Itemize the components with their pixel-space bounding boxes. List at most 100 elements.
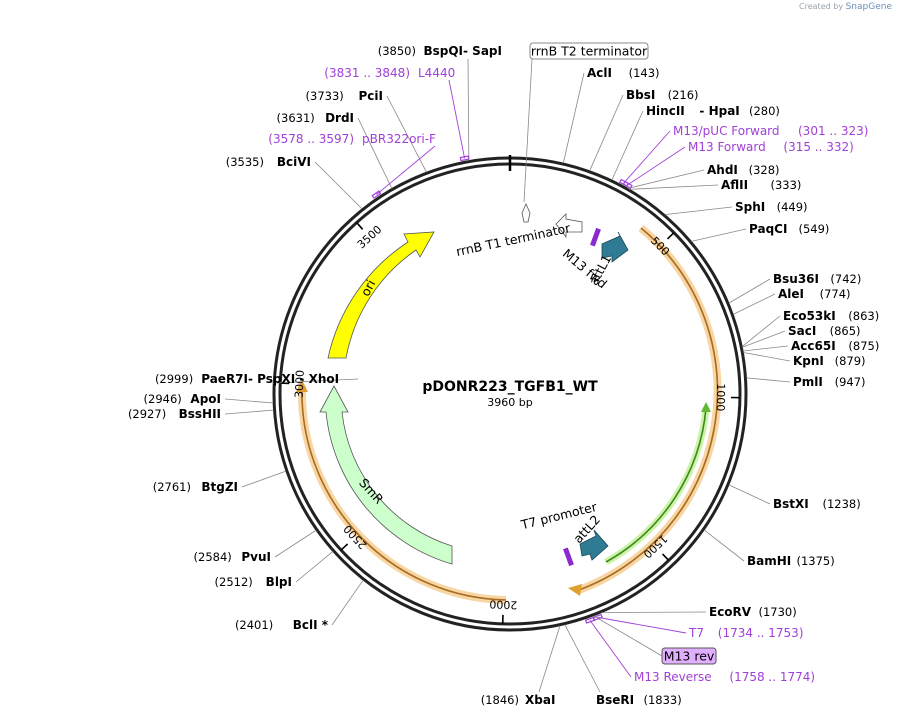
site-paer7i: PaeR7I - PspXI - XhoI(2999) [155,372,339,386]
site-btgzi: BtgZI(2761) [153,480,238,494]
plasmid-name: pDONR223_TGFB1_WT [422,379,598,395]
primer-m13forward: M13 Forward (315 .. 332) [688,140,854,154]
site-pos: (1833) [644,693,682,707]
site-pos: (328) [749,163,780,177]
site-name-2: - PspXI - XhoI [248,372,339,386]
primer-name: M13 Forward [688,140,766,154]
rrnb-t1-label: rrnB T1 terminator [455,220,573,259]
site-name: AflII [721,178,748,192]
attl1-marker [590,227,601,247]
site-name: AhdI [707,163,738,177]
tick-label-3000: 3000 [293,370,307,399]
site-leader [386,95,427,173]
site-name2: HpaI [709,104,740,118]
site-leader [295,551,334,583]
rrnb-t1-arrow [555,213,583,239]
site-pos: (863) [848,309,879,323]
primer-m13pucforward: M13/pUC Forward(301 .. 323) [673,124,868,138]
site-bamhi: BamHI(1375) [747,554,835,568]
site-sphi: SphI(449) [735,200,808,214]
site-bsshii: BssHII(2927) [128,407,221,421]
site-pos: (549) [799,222,830,236]
site-pos: (2999) [155,372,193,386]
site-ahdi: AhdI (328) [707,163,780,177]
primer-range: (315 .. 332) [783,140,853,154]
tick-2500 [340,543,349,551]
site-leader [589,94,624,171]
primer-name: pBR322ori-F [362,132,436,146]
primer-name: M13 Reverse [634,670,712,684]
primer-pbr322orif: pBR322ori-F(3578 .. 3597) [268,132,436,146]
site-name-2: - SapI [463,44,502,58]
site-alei: AleI(774) [778,287,851,301]
attl2-marker [563,547,574,567]
site-pos: (947) [835,375,866,389]
site-pos: (865) [830,324,861,338]
site-name: BlpI [266,575,292,589]
orf-arc-right [575,227,719,592]
m13-rev-leader [593,615,663,657]
site-name: PvuI [241,550,271,564]
site-name: BclI * [293,618,329,632]
site-bcli: BclI *(2401) [235,618,329,632]
primer-name: L4440 [418,66,455,80]
site-leader [691,228,747,242]
site-leader [741,315,781,347]
site-leader [627,169,705,189]
site-bcivi: BciVI(3535) [226,155,311,169]
site-leader [611,110,644,181]
site-bsu36i: Bsu36I(742) [773,272,861,286]
site-leader [728,484,771,505]
site-pos: (879) [835,354,866,368]
primer-leader [623,130,671,184]
tick-3500 [356,222,364,230]
rrnb-t2-arrow [521,203,531,223]
site-pos: (1846) [481,693,519,707]
site-leader [746,377,791,383]
site-saci: SacI (865) [788,324,861,338]
site-drdi: DrdI(3631) [277,111,354,125]
site-pos: (216) [668,88,699,102]
site-bseri: BseRI (1833) [596,693,682,707]
green-orf-arc [605,407,707,563]
credit-brand: SnapGene [845,2,892,12]
m13-rev-label-box: M13 rev [661,647,717,665]
site-name: BspQI [423,44,463,58]
site-pos: (1375) [797,554,835,568]
site-name: AleI [778,287,804,301]
site-leader [331,579,364,626]
rrnb-t2-label-box: rrnB T2 terminator [529,42,649,60]
site-name: PciI [359,89,384,103]
site-name: BtgZI [201,480,238,494]
site-name: EcoRV [709,605,752,619]
site-leader [241,470,287,488]
m13-rev-label: M13 rev [664,649,715,664]
site-pos: (280) [749,104,780,118]
site-name: KpnI [793,354,824,368]
site-leader [728,278,771,304]
site-pos: (333) [771,178,802,192]
credit-created-by: Created by [799,2,844,11]
site-name: BseRI [596,693,634,707]
site-pos: (143) [629,66,660,80]
primer-leader [376,145,436,195]
primer-leader [448,79,466,159]
ori-feature [327,231,435,359]
primer-range: (301 .. 323) [798,124,868,138]
primer-t7: T7(1734 .. 1753) [688,626,804,640]
site-name: AclI [587,66,612,80]
site-leader [564,624,601,693]
site-name: SacI [788,324,816,338]
site-apoi: ApoI(2946) [144,392,221,406]
site-leader [224,409,274,415]
site-leader [562,72,585,164]
site-pos: (1238) [823,497,861,511]
green-orf-arrowhead [701,402,711,412]
site-pos: (2946) [144,392,182,406]
site-pos: (3535) [226,155,264,169]
site-leader [224,398,274,404]
site-name: Eco53kI [783,309,836,323]
site-leader [742,330,786,348]
site-pos: (2584) [194,550,232,564]
site-name-2: - HpaI [699,104,739,118]
